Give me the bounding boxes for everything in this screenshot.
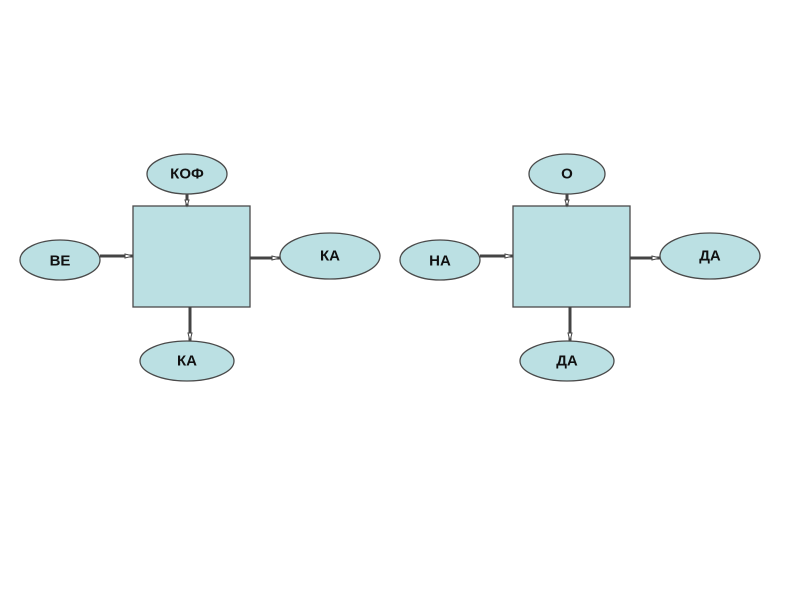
label-bottom: ДА xyxy=(556,353,578,370)
ellipse-bottom: ДА xyxy=(519,340,615,382)
label-left: НА xyxy=(429,253,451,270)
label-bottom: КА xyxy=(177,353,197,370)
diagram-1: КОФ ВЕ КА КА xyxy=(19,153,381,382)
center-box xyxy=(132,205,251,308)
arrow-right xyxy=(250,255,281,261)
ellipse-left: НА xyxy=(399,239,481,281)
ellipse-left: ВЕ xyxy=(19,239,101,281)
ellipse-right: КА xyxy=(279,232,381,280)
ellipse-top: О xyxy=(528,153,606,195)
arrow-top xyxy=(184,194,190,208)
ellipse-bottom: КА xyxy=(139,340,235,382)
diagram-2: О НА ДА ДА xyxy=(399,153,761,382)
ellipse-right: ДА xyxy=(659,232,761,280)
center-box xyxy=(512,205,631,308)
arrow-left xyxy=(100,253,134,259)
label-right: КА xyxy=(320,248,340,265)
arrow-left xyxy=(480,253,514,259)
label-left: ВЕ xyxy=(50,253,71,270)
label-right: ДА xyxy=(699,248,721,265)
arrow-top xyxy=(564,194,570,208)
arrow-bottom xyxy=(187,307,193,342)
label-top: КОФ xyxy=(170,166,204,183)
arrow-right xyxy=(630,255,661,261)
arrow-bottom xyxy=(567,307,573,342)
ellipse-top: КОФ xyxy=(146,153,228,195)
label-top: О xyxy=(561,166,573,183)
